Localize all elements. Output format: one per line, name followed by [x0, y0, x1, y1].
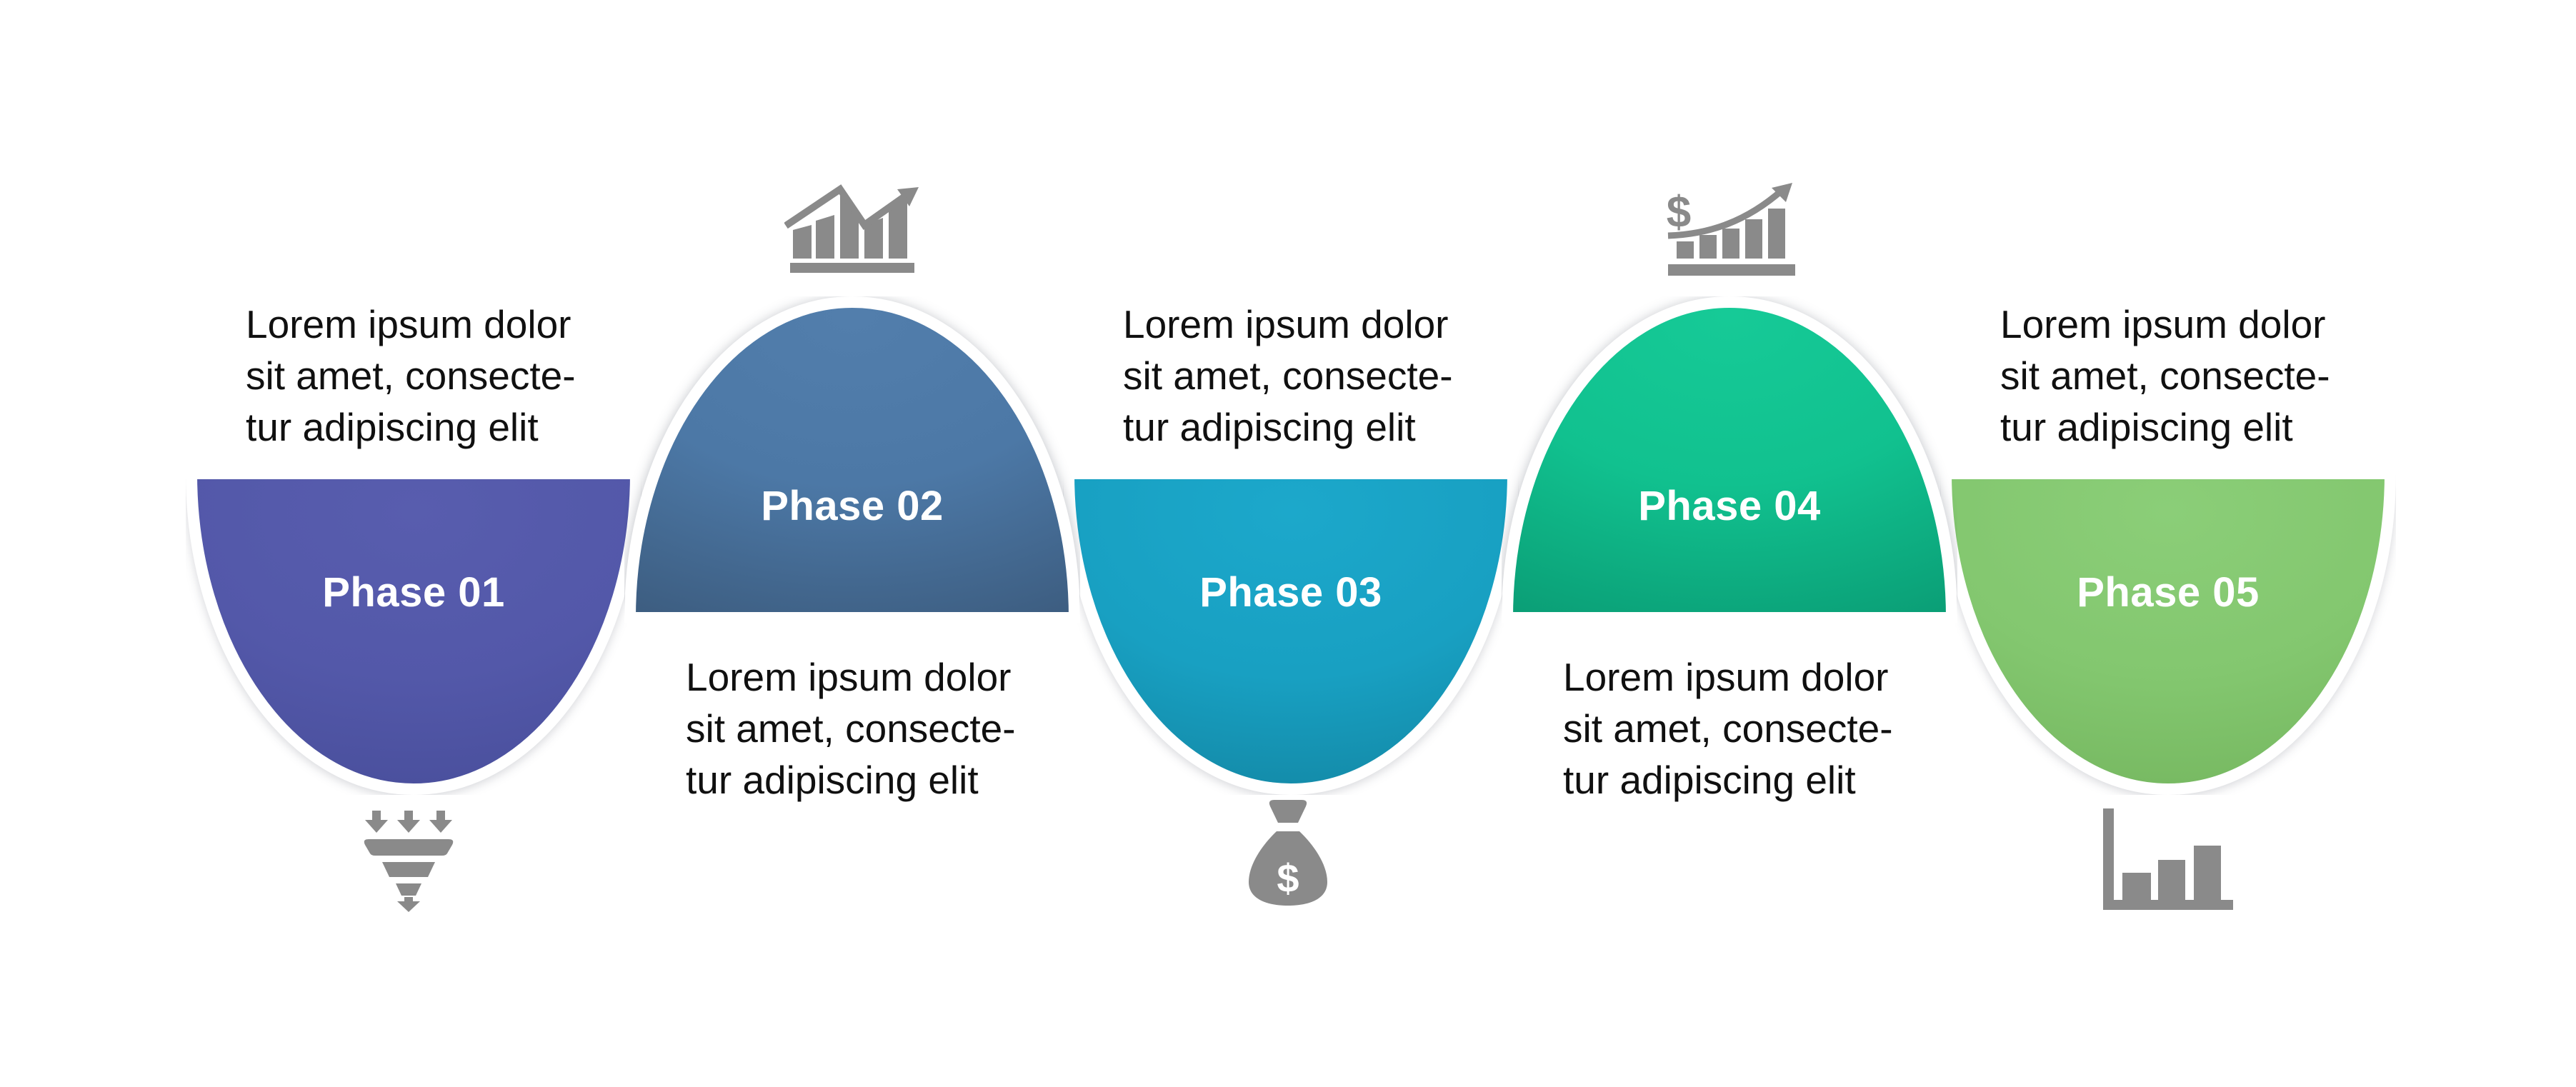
phase-01-label: Phase 01 — [322, 569, 505, 616]
description-line: sit amet, consecte- — [686, 706, 1016, 751]
phase-01-description: Lorem ipsum dolor sit amet, consecte- tu… — [246, 299, 589, 453]
phase-05-description: Lorem ipsum dolor sit amet, consecte- tu… — [2000, 299, 2343, 453]
bar-chart-icon — [2103, 808, 2233, 910]
description-line: tur adipiscing elit — [2000, 405, 2293, 449]
description-line: sit amet, consecte- — [2000, 354, 2330, 398]
description-line: Lorem ipsum dolor — [1563, 655, 1889, 699]
description-line: Lorem ipsum dolor — [686, 655, 1012, 699]
phase-02-label: Phase 02 — [761, 483, 944, 529]
description-line: tur adipiscing elit — [246, 405, 539, 449]
description-line: tur adipiscing elit — [686, 758, 979, 802]
phase-03-shape — [1063, 468, 1519, 795]
funnel-arrows-icon — [364, 811, 454, 912]
description-line: sit amet, consecte- — [246, 354, 576, 398]
phase-05-label: Phase 05 — [2077, 569, 2260, 616]
phase-02-description: Lorem ipsum dolor sit amet, consecte- tu… — [686, 651, 1029, 806]
phase-02-shape — [624, 296, 1080, 623]
phase-05-shape — [1940, 468, 2396, 795]
phase-04-description: Lorem ipsum dolor sit amet, consecte- tu… — [1563, 651, 1906, 806]
phase-03-label: Phase 03 — [1199, 569, 1382, 616]
dollar-glyph: $ — [1667, 188, 1691, 237]
money-bag-icon: $ — [1249, 800, 1327, 906]
description-line: Lorem ipsum dolor — [1123, 302, 1449, 346]
phase-04-label: Phase 04 — [1638, 483, 1821, 529]
phase-01-shape — [186, 468, 641, 795]
description-line: tur adipiscing elit — [1563, 758, 1856, 802]
description-line: sit amet, consecte- — [1563, 706, 1893, 751]
phase-04-shape — [1502, 296, 1957, 623]
growth-bars-arrow-icon — [784, 184, 919, 273]
dollar-growth-icon: $ — [1667, 183, 1795, 276]
money-bag-dollar-glyph: $ — [1277, 856, 1299, 901]
description-line: Lorem ipsum dolor — [246, 302, 571, 346]
description-line: tur adipiscing elit — [1123, 405, 1416, 449]
description-line: Lorem ipsum dolor — [2000, 302, 2326, 346]
phase-03-description: Lorem ipsum dolor sit amet, consecte- tu… — [1123, 299, 1466, 453]
description-line: sit amet, consecte- — [1123, 354, 1453, 398]
